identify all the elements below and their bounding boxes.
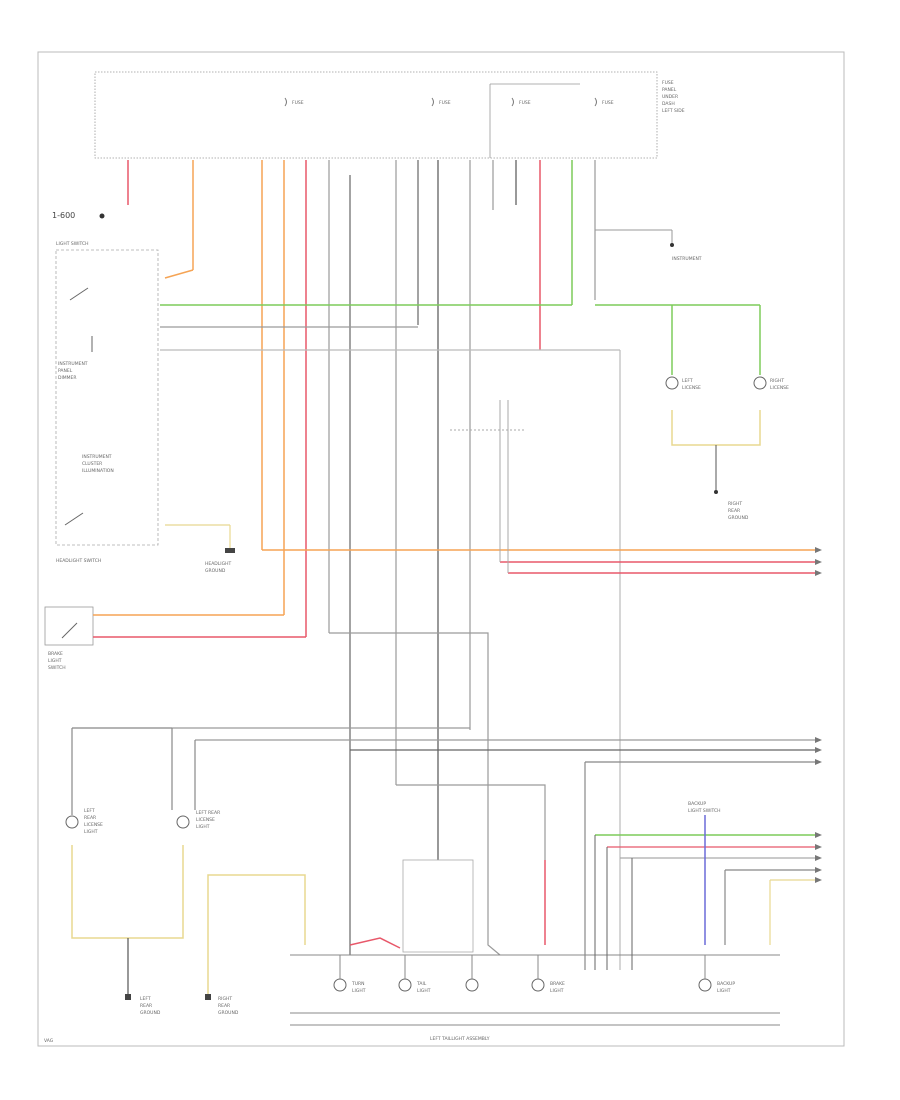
right-ground-label-3: GROUND: [728, 515, 749, 521]
diagram-frame: [37, 51, 845, 1047]
light-switch-label: LIGHT SWITCH: [56, 241, 89, 247]
page-ref: 1-600: [52, 211, 75, 220]
svg-text:TURN: TURN: [351, 981, 365, 987]
wire-yellow-left: [71, 845, 184, 939]
ground-block-2: [205, 994, 211, 1000]
right-lamp-label: LEFT: [682, 378, 693, 384]
center-box: [402, 859, 474, 953]
corner-code: VAG: [44, 1038, 54, 1044]
right-lamp2-label-2: LICENSE: [770, 385, 789, 391]
dimmer-label: INSTRUMENT: [58, 361, 88, 367]
svg-text:LIGHT: LIGHT: [352, 988, 366, 994]
right-ground-label: RIGHT: [728, 501, 742, 507]
svg-text:LIGHT: LIGHT: [417, 988, 431, 994]
svg-text:LIGHT: LIGHT: [717, 988, 731, 994]
brake-switch-label-3: SWITCH: [48, 665, 66, 671]
left-rear2-label-3: LIGHT: [196, 824, 210, 830]
bottom-title: LEFT TAILLIGHT ASSEMBLY: [430, 1036, 490, 1042]
wire-orange-2: [164, 269, 194, 279]
right-lamp-1: [665, 376, 679, 390]
right-lamp-label-2: LICENSE: [682, 385, 701, 391]
right-lamp2-label: RIGHT: [770, 378, 784, 384]
left-ground-block: [125, 994, 131, 1000]
lamp-tail: TAILLIGHT: [398, 955, 431, 994]
backup-switch-label: BACKUP: [688, 801, 706, 807]
right-ground: [714, 490, 718, 494]
lamp-mid: [465, 955, 479, 992]
switch-contact-1: [69, 287, 89, 301]
left-ground-label-2: REAR: [140, 1003, 152, 1009]
left-ground-label: LEFT: [140, 996, 151, 1002]
fuse-4: FUSE: [594, 97, 614, 107]
left-rear2-label-2: LICENSE: [196, 817, 215, 823]
dash-label-2: CLUSTER: [82, 461, 102, 467]
wire-yellow-loop: [207, 874, 306, 1000]
left-rear-lamp: [65, 815, 79, 829]
right-lamp-title: INSTRUMENT: [672, 256, 702, 262]
brake-switch-contact: [61, 622, 78, 639]
dimmer-label-3: DIMMER: [58, 375, 77, 381]
headlight-ground-label: HEADLIGHT: [205, 561, 231, 567]
left-rear-label-2: REAR: [84, 815, 96, 821]
right-ground-label-2: REAR: [728, 508, 740, 514]
wire-gray-mid-1: [329, 632, 501, 956]
brake-switch: [44, 606, 94, 646]
fuse-1: FUSE: [284, 97, 304, 107]
left-rear-label-3: LICENSE: [84, 822, 103, 828]
dash-label: INSTRUMENT: [82, 454, 112, 460]
connector-arrows: [815, 547, 822, 883]
backup-switch-label-2: LIGHT SWITCH: [688, 808, 721, 814]
right-ground2-label: RIGHT: [218, 996, 232, 1002]
left-ground-label-3: GROUND: [140, 1010, 161, 1016]
left-rear-lamp-2: [176, 815, 190, 829]
fuse-panel: [94, 71, 658, 159]
svg-text:LIGHT: LIGHT: [550, 988, 564, 994]
wire-gray-mid-5: [396, 784, 546, 860]
fuse-panel-label-2: PANEL: [662, 87, 677, 93]
right-ground2-label-2: REAR: [218, 1003, 230, 1009]
ground-block: [225, 548, 235, 553]
fuse-panel-label-3: UNDER: [662, 94, 678, 100]
headlamp-switch-label: HEADLIGHT SWITCH: [56, 558, 101, 564]
svg-text:FUSE: FUSE: [602, 100, 614, 106]
svg-text:BACKUP: BACKUP: [717, 981, 735, 987]
fuse-2: FUSE: [431, 97, 451, 107]
dash-label-3: ILLUMINATION: [82, 468, 114, 474]
left-rear-label-4: LIGHT: [84, 829, 98, 835]
fuse-panel-label-4: DASH: [662, 101, 675, 107]
switch-contact-2: [64, 512, 84, 526]
fuse-3: FUSE: [511, 97, 531, 107]
ground-point-top: [99, 213, 105, 219]
wire-yellow-right: [671, 410, 761, 446]
svg-text:BRAKE: BRAKE: [550, 981, 565, 987]
splice-right: [670, 243, 674, 247]
right-ground2-label-3: GROUND: [218, 1010, 239, 1016]
fuse-panel-label: FUSE: [662, 80, 674, 86]
brake-switch-label-2: LIGHT: [48, 658, 62, 664]
svg-text:FUSE: FUSE: [439, 100, 451, 106]
svg-text:TAIL: TAIL: [416, 981, 427, 987]
right-lamp-2: [753, 376, 767, 390]
svg-text:FUSE: FUSE: [292, 100, 304, 106]
left-rear-label: LEFT: [84, 808, 95, 814]
wire-red-bottom: [349, 937, 401, 949]
brake-switch-label: BRAKE: [48, 651, 63, 657]
svg-text:FUSE: FUSE: [519, 100, 531, 106]
fuse-panel-label-5: LEFT SIDE: [662, 108, 685, 114]
dimmer-label-2: PANEL: [58, 368, 73, 374]
light-switch-block: [55, 249, 159, 546]
left-rear2-label: LEFT REAR: [196, 810, 220, 816]
headlight-ground-label-2: GROUND: [205, 568, 226, 574]
